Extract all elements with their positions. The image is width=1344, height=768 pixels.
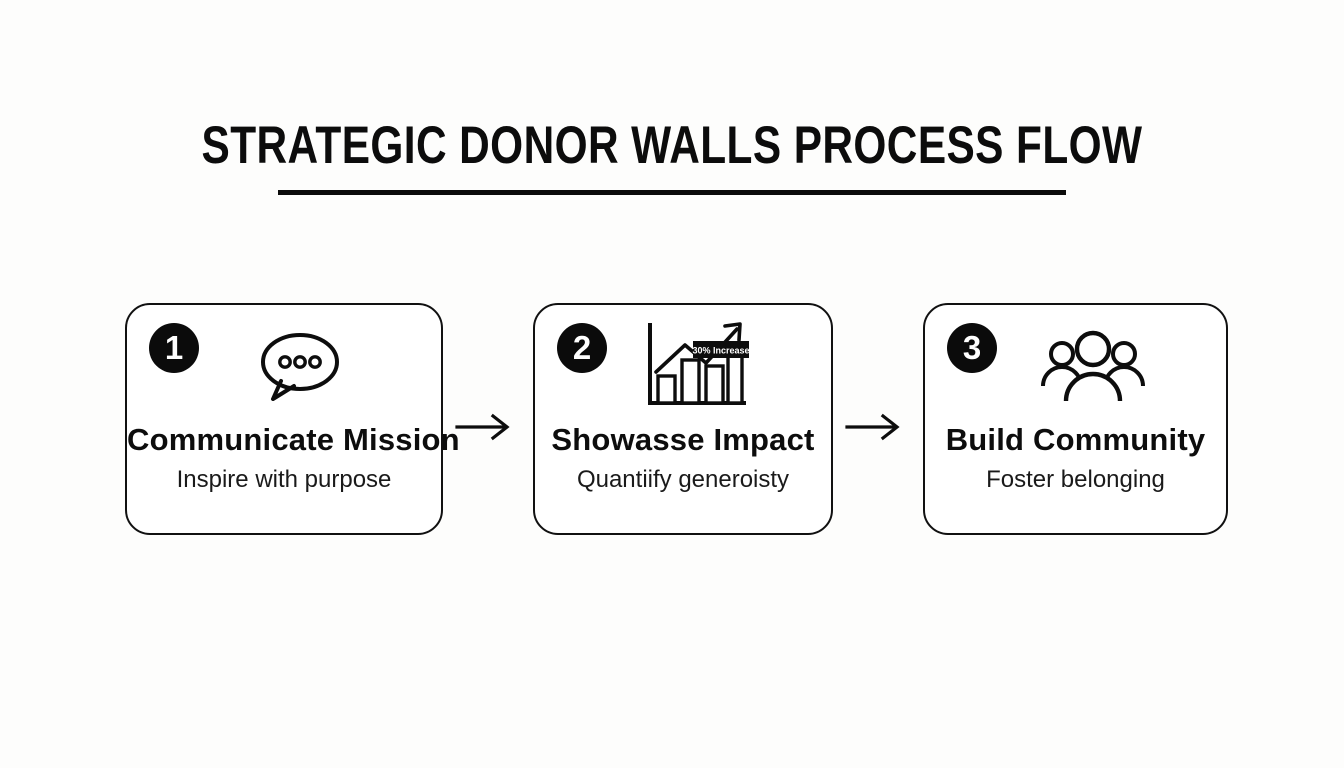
chart-badge-label: 30% Increase	[692, 346, 749, 356]
step-number-badge-1: 1	[149, 323, 199, 373]
flow-arrow-1-to-2	[455, 413, 515, 441]
step-title-1: Communicate Mission	[127, 422, 460, 457]
step-title-3: Build Community	[945, 422, 1206, 457]
step-subtitle-2: Quantiify generoisty	[576, 466, 790, 493]
step-text-3: Build Community Foster belonging	[925, 423, 1226, 494]
step-number-badge-2: 2	[557, 323, 607, 373]
step-number-badge-3: 3	[947, 323, 997, 373]
title-block: STRATEGIC DONOR WALLS PROCESS FLOW	[0, 118, 1344, 195]
flow-arrow-2-to-3	[845, 413, 905, 441]
process-flow-row: 1 Communicate Mission Inspire with purpo…	[125, 303, 1228, 535]
step-card-1[interactable]: 1 Communicate Mission Inspire with purpo…	[125, 303, 460, 535]
step-subtitle-1: Inspire with purpose	[176, 466, 392, 493]
step-card-3[interactable]: 3 Build Community Foster belonging	[923, 303, 1228, 535]
step-card-2[interactable]: 2 30% Increase Showasse Impact Quantiify	[533, 303, 833, 535]
step-text-1: Communicate Mission Inspire with purpose	[127, 422, 460, 494]
page-title: STRATEGIC DONOR WALLS PROCESS FLOW	[201, 116, 1143, 175]
step-text-2: Showasse Impact Quantiify generoisty	[535, 423, 831, 494]
step-subtitle-3: Foster belonging	[986, 466, 1165, 493]
title-underline-rule	[278, 190, 1066, 195]
step-title-2: Showasse Impact	[551, 422, 815, 457]
